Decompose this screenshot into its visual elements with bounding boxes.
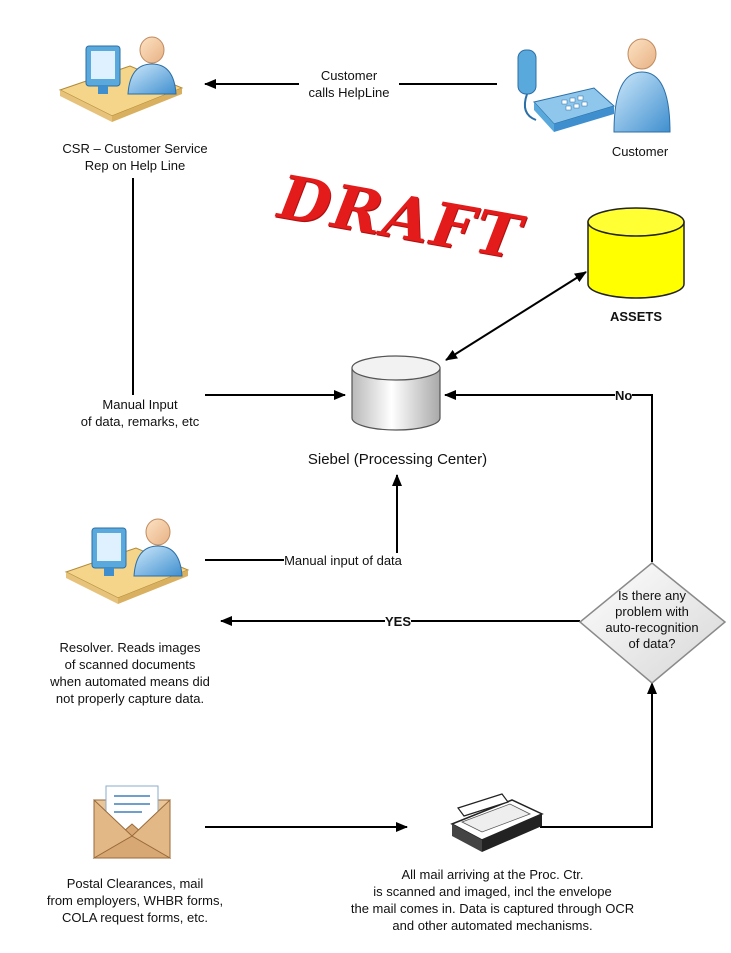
assets-database-icon — [587, 207, 685, 299]
siebel-label: Siebel (Processing Center) — [307, 451, 488, 468]
resolver-label: Resolver. Reads images of scanned docume… — [50, 640, 210, 706]
customer-call-text: Customer calls HelpLine — [299, 67, 399, 101]
csr-label: CSR – Customer Service Rep on Help Line — [62, 141, 208, 173]
edge-label-manual-input-resolver: Manual input of data — [272, 552, 414, 569]
edge-label-yes: YES — [378, 613, 418, 630]
envelope-icon — [92, 785, 172, 859]
customer-phone-icon — [517, 38, 671, 133]
edge-label-no: No — [615, 387, 645, 404]
edge-decision-no — [444, 390, 653, 562]
edge-label-customer-call: Customer calls HelpLine — [299, 67, 399, 101]
decision-diamond — [578, 562, 727, 684]
manual-input-text: Manual Input of data, remarks, etc — [80, 396, 200, 430]
manual-input-resolver-text: Manual input of data — [284, 553, 402, 568]
no-text: No — [615, 388, 633, 403]
assets-label: ASSETS — [609, 309, 662, 324]
customer-label: Customer — [611, 144, 669, 159]
manual-input-label: Manual Input of data, remarks, etc — [60, 379, 220, 430]
scanner-label: All mail arriving at the Proc. Ctr. is s… — [350, 867, 635, 933]
edge-siebel-assets — [445, 271, 587, 361]
yes-text: YES — [384, 614, 411, 629]
scanner-icon — [450, 793, 544, 852]
edge-scanner-to-decision — [540, 682, 657, 828]
mail-source-label: Postal Clearances, mail from employers, … — [46, 876, 224, 925]
siebel-database-icon — [351, 355, 441, 431]
decision-label: Is there any problem with auto-recogniti… — [605, 588, 699, 651]
resolver-person-icon — [64, 518, 190, 604]
csr-person-icon — [58, 36, 184, 122]
